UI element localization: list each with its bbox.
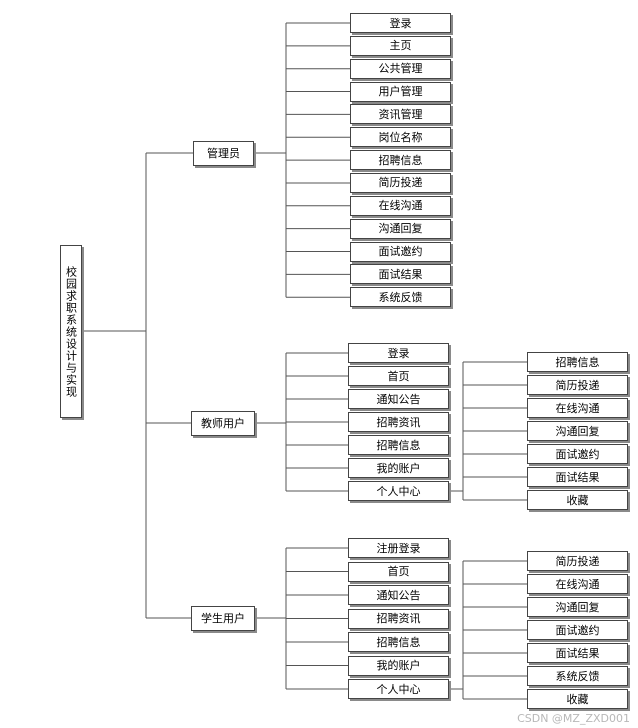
branch-student: 学生用户 [191, 606, 255, 631]
student-sub-item: 沟通回复 [527, 597, 628, 617]
student-item: 个人中心 [348, 679, 449, 699]
student-sub-item: 系统反馈 [527, 666, 628, 686]
branch-teacher: 教师用户 [191, 411, 255, 436]
admin-item: 资讯管理 [350, 104, 451, 125]
watermark: CSDN @MZ_ZXD001 [517, 712, 630, 725]
admin-item: 岗位名称 [350, 127, 451, 148]
admin-item: 面试结果 [350, 264, 451, 285]
teacher-item: 招聘信息 [348, 435, 449, 455]
admin-item: 公共管理 [350, 58, 451, 79]
student-sub-item: 简历投递 [527, 551, 628, 571]
admin-item: 简历投递 [350, 172, 451, 193]
admin-item: 系统反馈 [350, 287, 451, 308]
teacher-sub-item: 面试邀约 [527, 444, 628, 464]
admin-item: 登录 [350, 13, 451, 33]
student-item: 首页 [348, 561, 449, 582]
student-sub-item: 面试结果 [527, 643, 628, 663]
teacher-sub-item: 简历投递 [527, 375, 628, 395]
root-node: 校园求职系统设计与实现 [60, 245, 82, 418]
teacher-item: 登录 [348, 343, 449, 363]
teacher-sub-item: 面试结果 [527, 467, 628, 487]
teacher-sub-item: 沟通回复 [527, 421, 628, 441]
student-sub-item: 在线沟通 [527, 574, 628, 594]
admin-item: 在线沟通 [350, 195, 451, 216]
student-sub-item: 收藏 [527, 689, 628, 709]
teacher-item: 招聘资讯 [348, 412, 449, 432]
student-item: 招聘资讯 [348, 608, 449, 629]
student-item: 注册登录 [348, 538, 449, 558]
student-item: 通知公告 [348, 585, 449, 605]
student-item: 我的账户 [348, 655, 449, 676]
teacher-item: 我的账户 [348, 458, 449, 478]
student-item: 招聘信息 [348, 632, 449, 652]
teacher-item: 个人中心 [348, 481, 449, 501]
teacher-sub-item: 招聘信息 [527, 352, 628, 372]
teacher-sub-item: 收藏 [527, 490, 628, 510]
admin-item: 主页 [350, 35, 451, 56]
admin-item: 招聘信息 [350, 150, 451, 171]
teacher-sub-item: 在线沟通 [527, 398, 628, 418]
admin-item: 沟通回复 [350, 218, 451, 239]
teacher-item: 通知公告 [348, 389, 449, 409]
admin-item: 面试邀约 [350, 241, 451, 262]
student-sub-item: 面试邀约 [527, 620, 628, 640]
teacher-item: 首页 [348, 366, 449, 386]
admin-item: 用户管理 [350, 81, 451, 102]
branch-admin: 管理员 [193, 141, 254, 166]
